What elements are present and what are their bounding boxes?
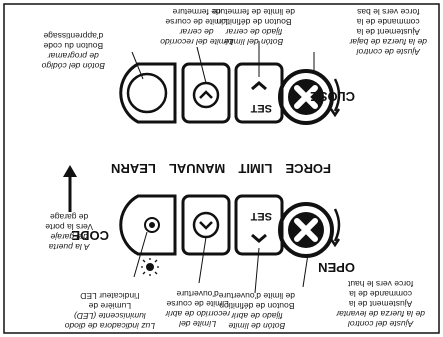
leader-lines [131,41,315,294]
open-label: OPEN [318,260,355,275]
set-open-label: SET [250,210,272,222]
force-up-knob [278,202,334,258]
limit-close-button [181,62,231,124]
bottom-row [119,62,334,125]
curved-arrow-icon [329,108,341,118]
learn-label: LEARN [111,161,156,176]
curved-arrow-icon [333,78,341,112]
arrow-up-icon [63,165,77,212]
force-label: FORCE [285,161,332,176]
diagram-frame [3,3,440,334]
title-row: FORCE LIMIT MANUAL LEARN [111,161,331,176]
code-button [119,62,177,124]
set-close-label: SET [250,102,272,114]
force-down-knob [278,69,334,125]
top-row [119,194,334,258]
manual-label: MANUAL [168,161,226,176]
curved-arrow-icon [329,238,341,248]
close-label: CLOSE [310,89,355,104]
brightness-icon [141,258,159,276]
set-open-button [234,194,284,256]
curved-arrow-icon [333,208,341,242]
limit-open-button [181,194,231,256]
led-panel [119,194,177,256]
limit-label: LIMIT [238,161,273,176]
